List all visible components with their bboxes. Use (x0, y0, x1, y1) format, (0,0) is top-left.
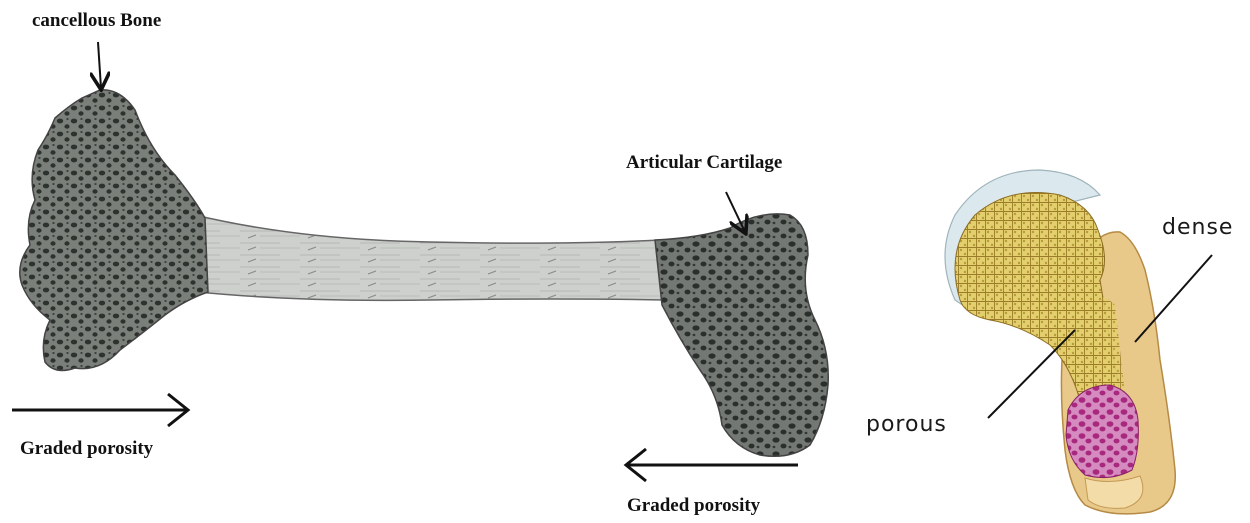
bone-shaft (195, 215, 664, 300)
label-graded-porosity-right: Graded porosity (627, 495, 760, 517)
bone-marrow (1066, 385, 1138, 478)
femoral-head-cross-section (945, 170, 1175, 514)
label-articular-cartilage: Articular Cartilage (626, 152, 782, 174)
label-dense: dense (1162, 215, 1233, 240)
left-epiphysis-cancellous (20, 90, 208, 371)
long-bone (20, 90, 828, 456)
label-cancellous-bone: cancellous Bone (32, 10, 161, 32)
label-porous: porous (866, 412, 947, 437)
cancellous-pointer-arrow (98, 42, 101, 88)
label-graded-porosity-left: Graded porosity (20, 438, 153, 460)
graded-porosity-arrow-left (12, 394, 188, 426)
right-epiphysis-cancellous (655, 214, 828, 456)
